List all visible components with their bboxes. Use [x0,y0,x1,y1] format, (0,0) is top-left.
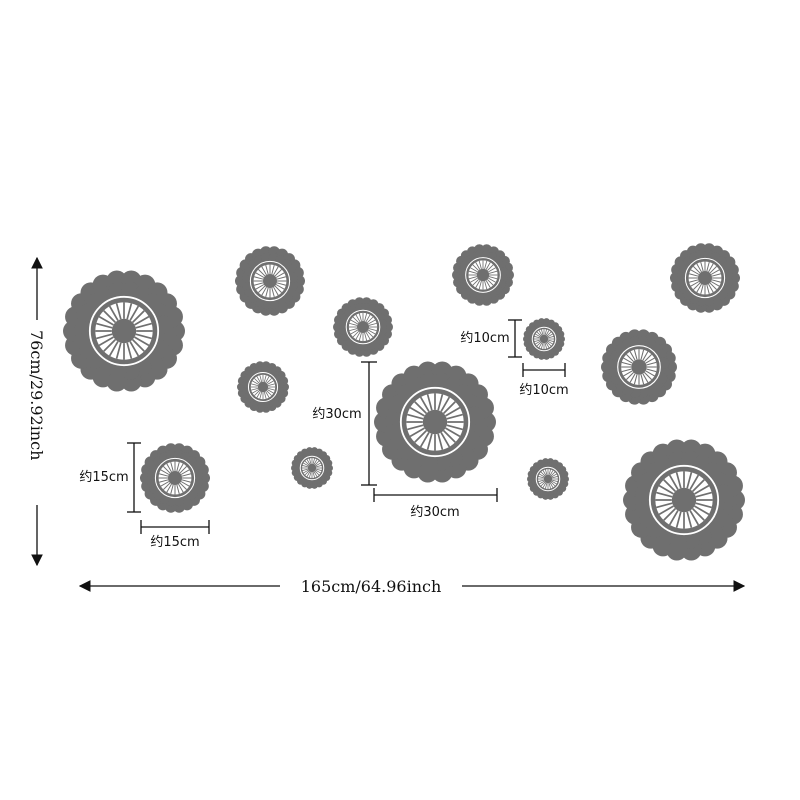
small-flower-dimension: 约10cm 约10cm [460,319,569,398]
flower-left-small [237,361,289,413]
large-width-label: 约30cm [410,505,459,520]
large-flower-dimension: 约30cm 约30cm [312,361,498,520]
large-height-label: 约30cm [312,407,361,422]
medium-height-label: 约15cm [79,470,128,485]
medium-flower-dimension: 约15cm 约15cm [79,442,210,550]
flower-center-bottom-small [291,447,333,489]
flower-decal-group [63,243,745,561]
flower-center-large-measured [374,361,496,483]
flower-center-top-small [333,297,393,357]
overall-width-dimension: 165cm/64.96inch [78,577,746,596]
small-width-label: 约10cm [519,383,568,398]
flower-top-left-large [63,270,186,392]
flower-small-measured [523,318,565,360]
flower-top-left-medium [235,246,305,316]
flower-bottom-right-large [623,439,745,561]
overall-height-label: 76cm/29.92inch [27,330,46,460]
flower-top-right-medium [670,243,740,313]
flower-left-bottom-measured [140,443,210,513]
small-height-label: 约10cm [460,331,509,346]
flower-bottom-center-small [527,458,569,500]
overall-height-dimension: 76cm/29.92inch [27,256,46,567]
medium-width-label: 约15cm [150,535,199,550]
flower-right-medium [601,329,677,405]
overall-width-label: 165cm/64.96inch [301,577,442,596]
flower-top-center-medium [452,244,514,306]
